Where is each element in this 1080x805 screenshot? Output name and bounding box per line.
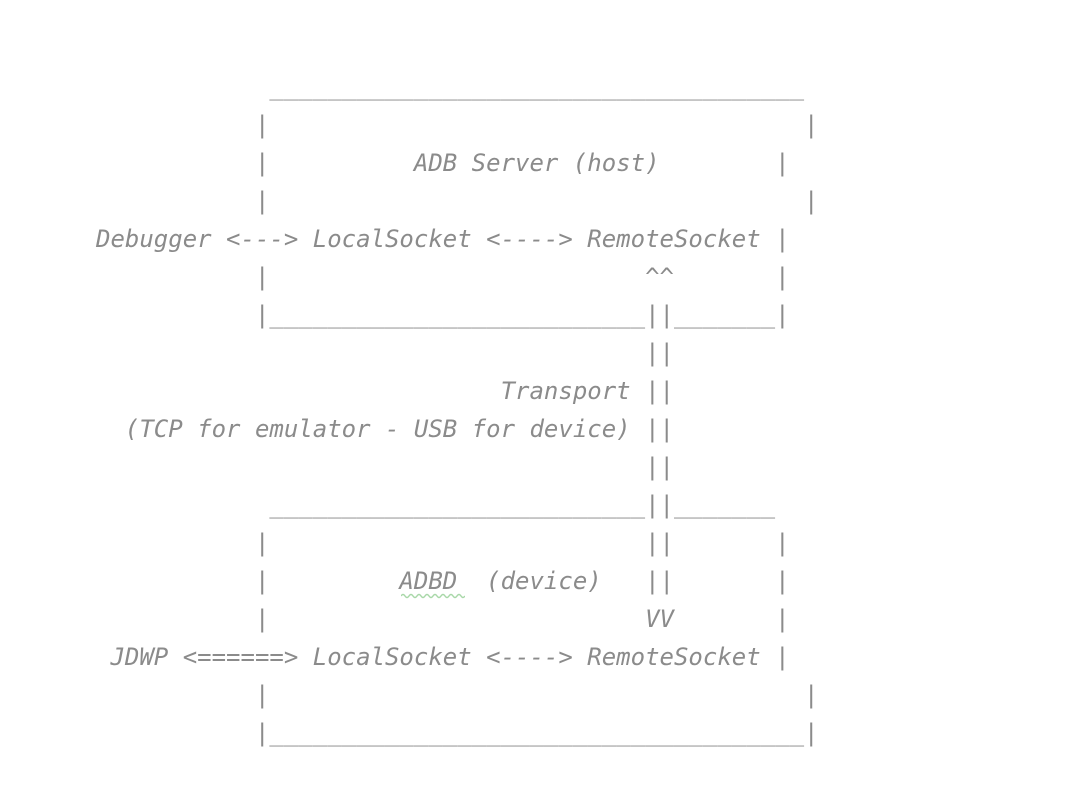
squiggle-path <box>401 593 465 599</box>
ascii-architecture-diagram: _____________________________________ | … <box>96 73 819 747</box>
spellcheck-squiggle-icon <box>401 593 465 599</box>
